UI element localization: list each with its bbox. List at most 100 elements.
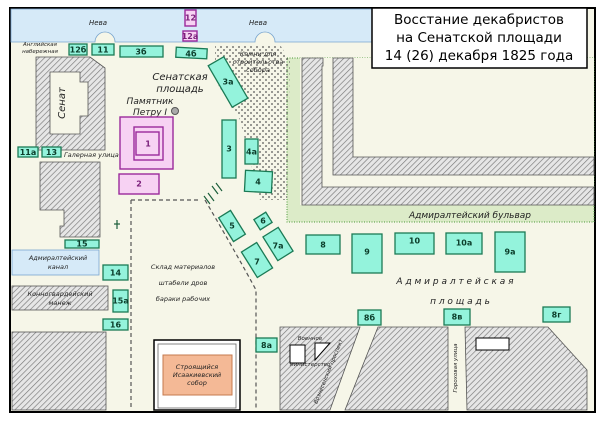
admiralty-canal [11,249,100,276]
construction-fence [130,199,200,410]
war-ministry-label: министерство [290,362,331,368]
canal-label: канал [48,263,68,271]
senate-square-label: Сенатская [152,72,207,83]
unit-label: 4б [185,49,197,59]
galernaya-label: Галерная улица [64,151,119,159]
unit-label: 7а [273,242,284,251]
map-title-box: Восстание декабристов на Сенатской площа… [371,7,588,69]
senate-label: Сенат [57,86,68,119]
unit-label: 3 [226,145,232,154]
unit-12b [68,43,88,56]
unit-label: 8 [320,241,326,250]
stones-label: Камни для [240,50,277,58]
unit-15 [64,239,100,249]
unit-label: 12а [182,32,199,41]
unit-label: 9а [505,248,516,257]
unit-15a [112,289,129,313]
admiralty-square-label: А д м и р а л т е й с к а я [395,277,514,287]
english-embankment-label: Английская [22,42,58,48]
manege-label: Конногвардейский [27,290,92,298]
neva-label: Нева [89,19,107,27]
monument-label: Памятник [127,97,174,107]
english-embankment-label: набережная [22,49,59,55]
unit-label: 13 [46,148,57,157]
admiralty-square-label: п л о щ а д ь [430,297,490,307]
stones-label: строительства [233,58,284,66]
warehouse-label: штабели дров [159,279,208,287]
unit-label: 11а [20,148,37,157]
construction-fence [204,199,257,410]
title-line: Восстание декабристов [394,12,564,28]
peter-monument-icon [171,107,179,115]
unit-label: 11 [97,46,109,55]
stones-label: собора [246,66,270,74]
warehouse-label: бараки рабочих [156,295,210,303]
unit-6 [252,211,274,231]
canal-label: Адмиралтейский [28,254,87,262]
unit-label: 12 [185,14,196,23]
unit-label: 4 [255,178,261,187]
konnogvardeisky-manege [11,285,109,311]
warehouse-label: Склад материалов [151,263,215,271]
unit-11a [17,146,39,158]
unit-10a [445,232,483,255]
unit-7 [240,241,274,279]
unit-label: 8а [261,341,272,350]
unit-4 [243,169,274,194]
isaac-cathedral: Строящийся Исаакиевский собор [153,339,241,411]
unit-10 [394,232,435,255]
gorokhovaya-label: Гороховая улица [453,343,459,393]
unit-16 [102,318,129,331]
unit-2 [118,173,160,195]
admiralty-building-outer [301,57,595,206]
artillery-icon [114,182,223,229]
unit-label: 7 [254,258,260,267]
unit-label: 5 [229,222,235,231]
unit-8g [542,306,571,323]
neva-label: Нева [249,19,267,27]
boulevard-label: Адмиралтейский бульвар [408,211,531,221]
unit-7a [262,226,294,262]
unit-12a [182,30,198,42]
unit-3a [207,55,249,109]
war-ministry-label: Военное [298,336,323,342]
galernaya-building [39,161,101,238]
unit-8b [357,309,382,326]
unit-label: 3б [135,47,147,57]
unit-5 [217,209,247,243]
unit-12 [184,9,197,27]
unit-label: 8г [552,311,562,320]
unit-8a [255,337,278,353]
unit-label: 3а [223,78,234,87]
title-line: 14 (26) декабря 1825 года [385,48,573,64]
unit-13 [41,146,62,158]
unit-4b [175,46,208,60]
troop-units: 12б 11 3б 4б 3а 3 4а 4 11а 13 5 6 7а 7 1… [17,43,571,353]
senate-square-label: площадь [156,84,204,95]
unit-label: 4а [246,148,257,157]
unit-label: 10а [456,239,473,248]
unit-label: 14 [110,269,122,278]
unit-8v [443,308,471,326]
unit-3 [221,119,237,179]
unit-8 [305,234,341,255]
unit-label: 16 [110,321,122,330]
unit-11 [91,43,115,56]
unit-14 [102,264,129,281]
cathedral-label: Исаакиевский [173,371,221,379]
cathedral-label: Строящийся [176,363,218,371]
unit-label: 15а [112,297,129,306]
unit-label: 12б [70,45,87,55]
unit-label: 15 [76,240,88,249]
building-block [11,331,107,411]
unit-label: 6 [260,217,266,226]
unit-label: 10 [409,237,421,246]
unit-9 [351,233,383,274]
unit-label: 8б [364,313,376,323]
government-troops: 12 12а 1 2 [118,9,199,195]
senate-building [35,56,106,151]
manege-label: манеж [49,299,72,307]
unit-9a [494,231,526,273]
building-block [344,326,449,411]
